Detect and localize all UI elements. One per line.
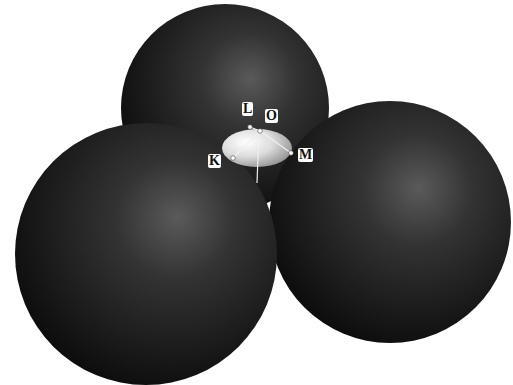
point-label: O <box>265 109 278 123</box>
point-label: L <box>242 102 253 116</box>
right-sphere <box>269 101 511 343</box>
points <box>231 125 294 161</box>
point-label: M <box>298 148 313 162</box>
ellipsoid <box>222 129 292 167</box>
point-label: K <box>208 154 221 168</box>
axis-lines <box>233 127 291 183</box>
